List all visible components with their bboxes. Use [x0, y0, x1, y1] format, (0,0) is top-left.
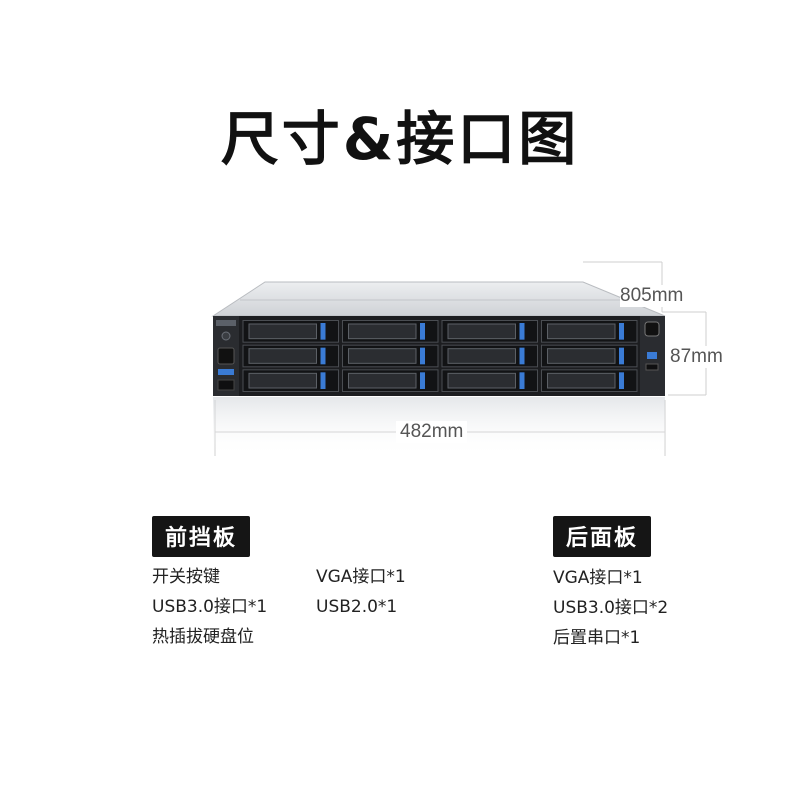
drive-bay-led [420, 372, 425, 389]
drive-bay-grille [547, 348, 616, 364]
list-item: VGA接口*1 [553, 568, 643, 588]
front-panel-section: 前挡板 [152, 516, 251, 557]
list-item: 热插拔硬盘位 [152, 627, 254, 647]
drive-bay-grille [348, 348, 417, 364]
rear-panel-heading: 后面板 [553, 516, 652, 557]
list-item: VGA接口*1 [316, 567, 406, 587]
drive-bay-grille [348, 372, 417, 389]
drive-bay-grille [547, 372, 616, 389]
drive-bays [242, 320, 638, 393]
drive-bay-led [420, 323, 425, 340]
drive-bay-led [519, 372, 525, 389]
drive-bay-led [320, 323, 326, 340]
height-dimension-label: 87mm [670, 346, 728, 368]
page-title: 尺寸&接口图 [220, 105, 580, 173]
drive-bay-grille [348, 323, 417, 340]
drive-bay-grille [447, 348, 516, 364]
drive-bay-grille [447, 323, 516, 340]
depth-dimension-label: 805mm [620, 285, 684, 307]
drive-bay-led [619, 372, 624, 389]
front-panel-list-col1: 开关按键 USB3.0接口*1 热插拔硬盘位 [152, 562, 267, 652]
front-panel-heading: 前挡板 [152, 516, 251, 557]
drive-bay-led [619, 347, 624, 365]
rear-panel-list: VGA接口*1 USB3.0接口*2 后置串口*1 [553, 563, 668, 653]
list-item: 后置串口*1 [553, 628, 641, 648]
drive-bay-grille [248, 323, 317, 340]
drive-bay-led [519, 323, 525, 340]
chassis-top [211, 281, 666, 317]
drive-bay-grille [248, 372, 317, 389]
drive-bay-led [619, 323, 624, 340]
drive-bay-grille [447, 372, 516, 389]
drive-bay-grille [547, 323, 616, 340]
drive-bay-grille [248, 348, 317, 364]
list-item: 开关按键 [152, 567, 220, 587]
list-item: USB2.0*1 [316, 597, 398, 617]
width-dimension-label: 482mm [396, 421, 468, 443]
front-panel-list-col2: VGA接口*1 USB2.0*1 [316, 562, 406, 622]
drive-bay-led [420, 347, 425, 365]
drive-bay-led [519, 347, 525, 365]
drive-bay-led [320, 372, 326, 389]
list-item: USB3.0接口*2 [553, 598, 669, 618]
rear-panel-section: 后面板 [553, 516, 652, 557]
drive-bay-led [320, 347, 326, 365]
list-item: USB3.0接口*1 [152, 597, 268, 617]
